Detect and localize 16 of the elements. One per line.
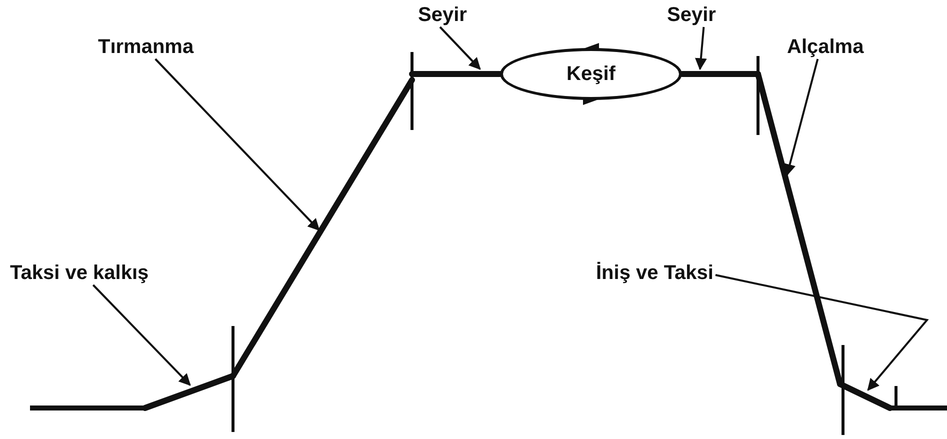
- phase-label: Seyir: [418, 4, 467, 26]
- flight-path-segment: [837, 381, 893, 411]
- flight-path-segment: [230, 77, 415, 379]
- flight-path-segment: [142, 373, 236, 411]
- leader-arrow: [154, 58, 320, 231]
- phase-label: Tırmanma: [98, 36, 194, 58]
- phase-label: Seyir: [667, 4, 716, 26]
- phase-label: İniş ve Taksi: [596, 262, 714, 284]
- leader-arrow: [92, 284, 191, 386]
- leader-arrow: [784, 58, 819, 176]
- leader-arrow: [715, 274, 929, 391]
- leader-arrow: [694, 26, 707, 70]
- leader-arrow: [439, 26, 481, 70]
- loop-ellipse: Keşif: [500, 48, 682, 100]
- phase-label: Alçalma: [787, 36, 864, 58]
- phase-label: Taksi ve kalkış: [10, 262, 149, 284]
